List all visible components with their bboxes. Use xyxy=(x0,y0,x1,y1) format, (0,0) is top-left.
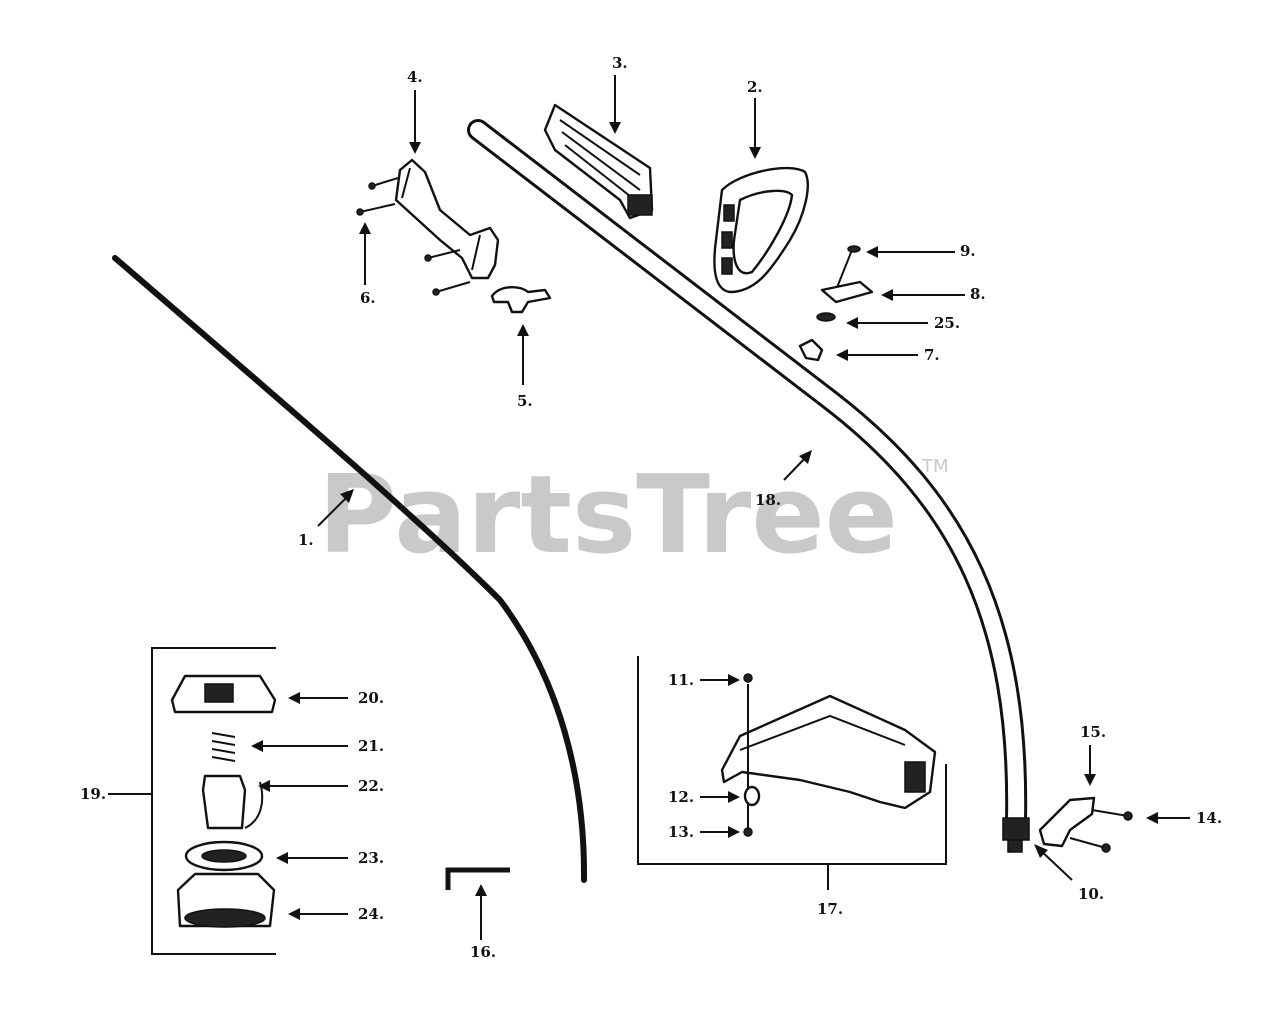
part-hardware-stack xyxy=(798,245,874,362)
part-trimmer-head xyxy=(151,647,277,955)
part-handle-grip xyxy=(543,103,654,220)
callout-24: 24. xyxy=(358,905,384,923)
screws xyxy=(356,177,471,296)
part-guard-assembly xyxy=(637,656,947,865)
callout-15: 15. xyxy=(1080,723,1106,741)
part-d-handle xyxy=(713,166,809,294)
callout-19: 19. xyxy=(80,785,106,803)
part-shaft-housing xyxy=(467,119,1030,853)
callout-20: 20. xyxy=(358,689,384,707)
callout-6: 6. xyxy=(360,289,376,307)
watermark-trademark: TM xyxy=(921,456,949,477)
callout-4: 4. xyxy=(407,68,423,86)
part-wing-nut xyxy=(490,286,552,314)
callout-5: 5. xyxy=(517,392,533,410)
callout-7: 7. xyxy=(924,346,940,364)
callout-10: 10. xyxy=(1078,885,1104,903)
callout-17: 17. xyxy=(817,900,843,918)
callout-23: 23. xyxy=(358,849,384,867)
part-hex-wrench xyxy=(445,867,510,890)
callout-18: 18. xyxy=(755,491,781,509)
callout-8: 8. xyxy=(970,285,986,303)
callout-9: 9. xyxy=(960,242,976,260)
callout-22: 22. xyxy=(358,777,384,795)
callout-11: 11. xyxy=(668,671,694,689)
callout-21: 21. xyxy=(358,737,384,755)
callout-16: 16. xyxy=(470,943,496,961)
callout-3: 3. xyxy=(612,54,628,72)
callout-2: 2. xyxy=(747,78,763,96)
callout-13: 13. xyxy=(668,823,694,841)
leader-lines xyxy=(108,75,1190,940)
part-flex-cable xyxy=(112,255,588,883)
callout-1: 1. xyxy=(298,531,314,549)
part-handle-bracket xyxy=(394,158,500,280)
callout-14: 14. xyxy=(1196,809,1222,827)
callout-12: 12. xyxy=(668,788,694,806)
callout-25: 25. xyxy=(934,314,960,332)
watermark-brand: PartsTree xyxy=(318,453,898,578)
part-clamp-bracket xyxy=(1038,796,1133,853)
